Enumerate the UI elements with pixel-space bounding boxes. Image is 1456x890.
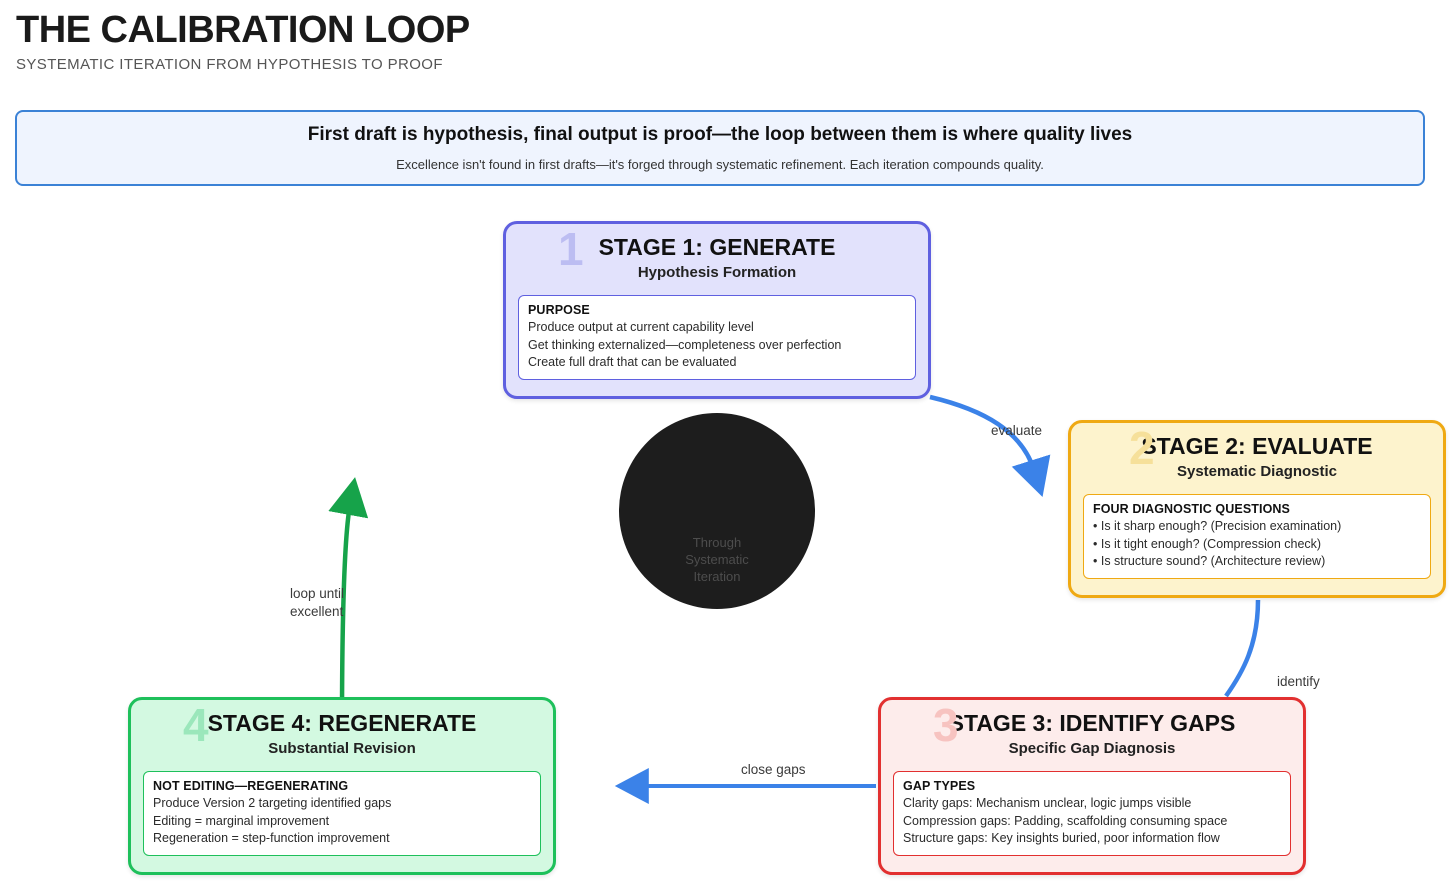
stage-4-panel-line: Editing = marginal improvement [153, 813, 330, 828]
banner-subtitle: Excellence isn't found in first drafts—i… [396, 157, 1044, 173]
edge-evaluate [929, 394, 1051, 498]
stage-2-panel-line: • Is it tight enough? (Compression check… [1093, 536, 1322, 551]
stage-4-subtitle: Substantial Revision [268, 740, 416, 758]
stage-3-panel-line: Clarity gaps: Mechanism unclear, logic j… [903, 796, 1192, 811]
stage-3-title: STAGE 3: IDENTIFY GAPS [948, 710, 1236, 736]
stage-1-panel-line: Produce output at current capability lev… [528, 320, 754, 335]
stage-3-panel-line: Compression gaps: Padding, scaffolding c… [903, 813, 1228, 828]
stage-2-panel: FOUR DIAGNOSTIC QUESTIONS • Is it sharp … [1083, 494, 1431, 580]
stage-2-number: 2 [1129, 422, 1155, 474]
page-title: THE CALIBRATION LOOP [16, 9, 470, 51]
stage-3-subtitle: Specific Gap Diagnosis [1008, 740, 1176, 758]
stage-1-panel-line: Create full draft that can be evaluated [528, 354, 737, 369]
edge-identify [1224, 599, 1261, 698]
stage-2-panel-heading: FOUR DIAGNOSTIC QUESTIONS [1093, 502, 1290, 517]
thesis-banner: First draft is hypothesis, final output … [15, 110, 1425, 186]
stage-3-number: 3 [933, 699, 959, 751]
stage-4-panel: NOT EDITING—REGENERATING Produce Version… [143, 771, 541, 857]
edge-label-evaluate: evaluate [991, 423, 1043, 438]
page-subtitle: SYSTEMATIC ITERATION FROM HYPOTHESIS TO … [16, 56, 443, 74]
stage-3-panel-line: Structure gaps: Key insights buried, poo… [903, 830, 1220, 845]
stage-1-number: 1 [558, 223, 584, 275]
banner-title: First draft is hypothesis, final output … [307, 123, 1133, 145]
stage-3-panel: GAP TYPES Clarity gaps: Mechanism unclea… [893, 771, 1291, 857]
header: THE CALIBRATION LOOP SYSTEMATIC ITERATIO… [16, 9, 470, 74]
stage-2-panel-line: • Is structure sound? (Architecture revi… [1093, 553, 1326, 568]
stage-1-title: STAGE 1: GENERATE [598, 234, 836, 260]
stage-1-subtitle: Hypothesis Formation [637, 264, 797, 282]
stage-1-panel: PURPOSE Produce output at current capabi… [518, 295, 916, 381]
stage-4-panel-line: Regeneration = step-function improvement [153, 830, 390, 845]
stage-card-3[interactable]: 3 STAGE 3: IDENTIFY GAPS Specific Gap Di… [878, 697, 1306, 875]
hub-line-2: Systematic [685, 551, 749, 567]
stage-card-2[interactable]: 2 STAGE 2: EVALUATE Systematic Diagnosti… [1068, 420, 1446, 598]
hub-line-3: Iteration [693, 568, 741, 584]
stage-4-title: STAGE 4: REGENERATE [207, 710, 477, 736]
stage-card-1[interactable]: 1 STAGE 1: GENERATE Hypothesis Formation… [503, 221, 931, 399]
edge-label-identify: identify [1277, 674, 1320, 689]
stage-card-4[interactable]: 4 STAGE 4: REGENERATE Substantial Revisi… [128, 697, 556, 875]
stage-4-number: 4 [183, 699, 209, 751]
stage-4-header: 4 STAGE 4: REGENERATE Substantial Revisi… [131, 700, 553, 762]
edge-label-loop-until-excellent: loop until excellent [290, 586, 345, 619]
stage-4-panel-line: Produce Version 2 targeting identified g… [153, 796, 392, 811]
stage-3-header: 3 STAGE 3: IDENTIFY GAPS Specific Gap Di… [881, 700, 1303, 762]
stage-2-subtitle: Systematic Diagnostic [1176, 463, 1338, 481]
stage-1-header: 1 STAGE 1: GENERATE Hypothesis Formation [506, 224, 928, 286]
hub-line-1: Through [692, 534, 742, 550]
stage-4-panel-heading: NOT EDITING—REGENERATING [153, 779, 349, 794]
stage-2-title: STAGE 2: EVALUATE [1141, 433, 1373, 459]
edge-label-close-gaps: close gaps [741, 762, 806, 777]
stage-3-panel-heading: GAP TYPES [903, 779, 976, 794]
stage-2-header: 2 STAGE 2: EVALUATE Systematic Diagnosti… [1071, 423, 1443, 485]
stage-1-panel-line: Get thinking externalized—completeness o… [528, 337, 842, 352]
center-hub: Through Systematic Iteration [619, 413, 815, 609]
stage-2-panel-line: • Is it sharp enough? (Precision examina… [1093, 519, 1342, 534]
stage-1-panel-heading: PURPOSE [528, 303, 590, 318]
